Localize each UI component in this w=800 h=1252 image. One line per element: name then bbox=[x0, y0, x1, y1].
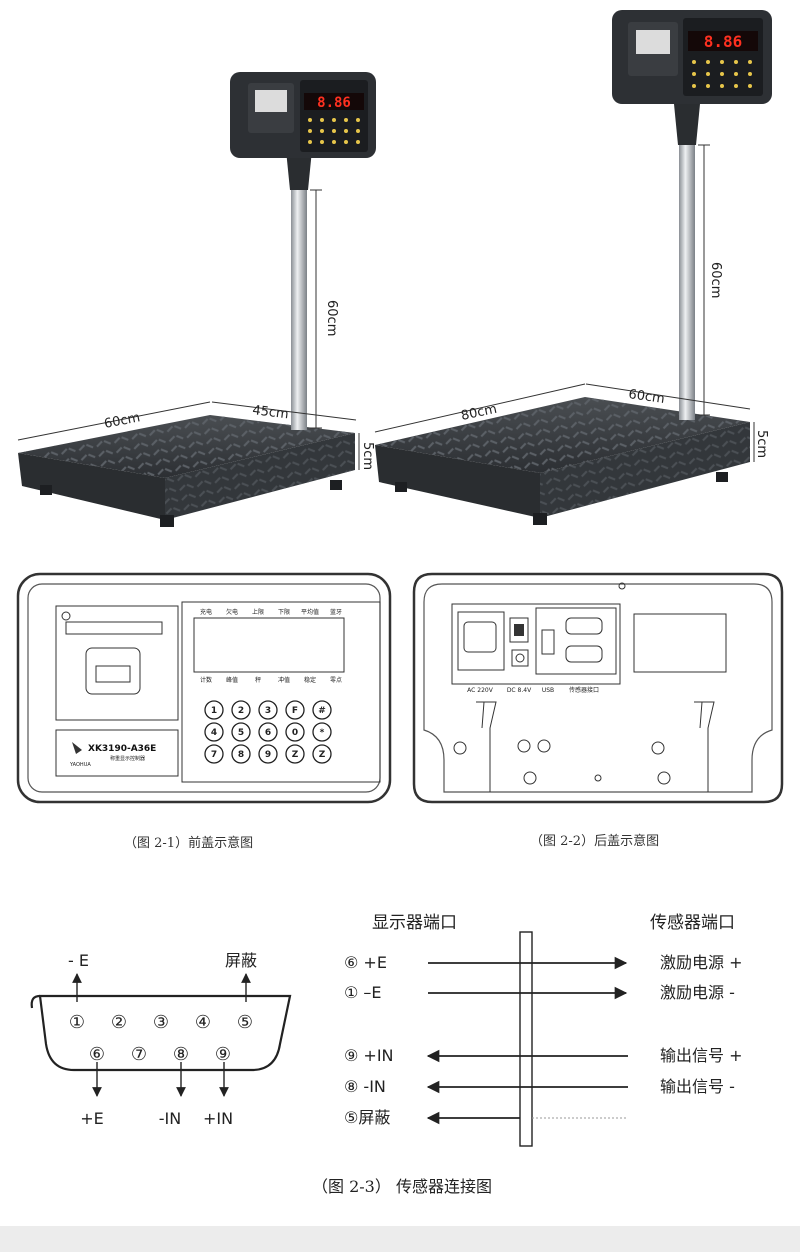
small-scale-display: 8.86 bbox=[317, 95, 351, 111]
keypad-key bbox=[258, 700, 278, 720]
keypad-key-label: 0 bbox=[292, 728, 298, 738]
indicator-label: 秤 bbox=[255, 677, 261, 684]
keypad-key-label: 1 bbox=[211, 706, 217, 716]
connector-pin: ⑨ bbox=[215, 1044, 231, 1065]
large-thickness-dim: 5cm bbox=[754, 430, 769, 458]
small-width-dim: 60cm bbox=[103, 410, 142, 432]
keypad-key-label: 9 bbox=[265, 750, 271, 760]
sensor-connection-diagram: ① ② ③ ④ ⑤ ⑥ ⑦ ⑧ ⑨ - E 屏蔽 +E -IN +IN 显示器端口 传感器端口 ⑥… bbox=[30, 913, 743, 1196]
keypad-key-label: 8 bbox=[238, 750, 244, 760]
large-scale-display: 8.86 bbox=[704, 32, 743, 51]
small-scale: 8.86 60cm 60cm 45cm 5cm bbox=[17, 72, 376, 527]
keypad-key bbox=[231, 744, 251, 764]
pin1-label: - E bbox=[68, 951, 89, 970]
brand-label: YAOHUA bbox=[69, 762, 91, 768]
wiring-right-label: 输出信号 - bbox=[660, 1077, 735, 1096]
indicator-label: 零点 bbox=[330, 676, 342, 684]
indicator-label: 蓝牙 bbox=[330, 608, 342, 616]
keypad-key-label: F bbox=[292, 706, 298, 716]
port-label: 传感器接口 bbox=[569, 686, 599, 694]
keypad-key-label: # bbox=[318, 706, 326, 716]
indicator-label: 充电 bbox=[200, 608, 212, 616]
keypad-key bbox=[231, 722, 251, 742]
keypad-key-label: 6 bbox=[265, 728, 271, 738]
keypad-key bbox=[258, 744, 278, 764]
keypad-key bbox=[285, 722, 305, 742]
keypad-key bbox=[231, 700, 251, 720]
page-bottom-bar bbox=[0, 1226, 800, 1252]
keypad-key bbox=[312, 744, 332, 764]
connector-pin: ⑦ bbox=[131, 1044, 147, 1065]
port-label: USB bbox=[542, 687, 554, 694]
indicator-label: 计数 bbox=[200, 676, 212, 684]
keypad-key bbox=[204, 722, 224, 742]
figure-caption: （图 2-3） 传感器连接图 bbox=[312, 1177, 492, 1196]
wiring-right-label: 输出信号 + bbox=[660, 1046, 743, 1065]
connector-signal-label: +E bbox=[80, 1109, 104, 1128]
small-pillar-dim: 60cm bbox=[324, 300, 339, 336]
keypad-key bbox=[204, 744, 224, 764]
connector-pin: ④ bbox=[195, 1012, 211, 1033]
indicator-label: 上限 bbox=[252, 608, 264, 616]
wiring-right-label: 激励电源 - bbox=[660, 983, 735, 1002]
keypad-key-label: 2 bbox=[238, 706, 244, 716]
keypad-key bbox=[285, 744, 305, 764]
sensor-port-header: 传感器端口 bbox=[650, 913, 735, 933]
front-panel-diagram: XK3190-A36E YAOHUA 称重显示控制器 充电 欠电 上限 下限 平均值 蓝牙… bbox=[16, 572, 392, 804]
small-thickness-dim: 5cm bbox=[360, 442, 375, 470]
connector-pin: ③ bbox=[153, 1012, 169, 1033]
small-depth-dim: 45cm bbox=[252, 403, 290, 422]
large-scale: 8.86 60cm 80cm 60cm 5cm bbox=[374, 10, 772, 525]
connector-pin: ① bbox=[69, 1012, 85, 1033]
large-depth-dim: 60cm bbox=[627, 387, 665, 407]
wiring-left-label: ⑧ -IN bbox=[344, 1077, 386, 1096]
large-pillar-dim: 60cm bbox=[708, 262, 723, 298]
keypad-key-label: 5 bbox=[238, 728, 244, 738]
wiring-right-label: 激励电源 + bbox=[660, 953, 743, 972]
shield-label: 屏蔽 bbox=[225, 951, 257, 970]
display-port-header: 显示器端口 bbox=[372, 913, 457, 933]
indicator-label: 冲值 bbox=[278, 676, 290, 684]
keypad-key-label: Z bbox=[319, 750, 326, 760]
indicator-label: 平均值 bbox=[301, 608, 319, 616]
keypad-key-label: Z bbox=[292, 750, 299, 760]
indicator-label: 稳定 bbox=[304, 676, 316, 684]
keypad-key bbox=[258, 722, 278, 742]
keypad-key bbox=[312, 722, 332, 742]
large-width-dim: 80cm bbox=[460, 402, 499, 424]
platform-scales-illustration: 8.86 60cm 60cm 45cm 5cm 8.86 bbox=[17, 10, 772, 527]
keypad-key-label: * bbox=[320, 728, 325, 738]
rear-panel-caption: （图 2-2）后盖示意图 bbox=[530, 834, 660, 849]
wiring-left-label: ① –E bbox=[344, 983, 382, 1002]
subtitle-label: 称重显示控制器 bbox=[110, 755, 145, 762]
front-panel-caption: （图 2-1）前盖示意图 bbox=[124, 836, 254, 851]
wiring-left-label: ⑥ +E bbox=[344, 953, 387, 972]
model-label: XK3190-A36E bbox=[88, 744, 156, 754]
keypad-key-label: 4 bbox=[211, 728, 217, 738]
rear-panel-diagram: AC 220V DC 8.4V USB 传感器接口 bbox=[412, 572, 784, 804]
port-label: DC 8.4V bbox=[507, 687, 532, 694]
connector-pin: ⑥ bbox=[89, 1044, 105, 1065]
keypad-key bbox=[204, 700, 224, 720]
keypad-key-label: 3 bbox=[265, 706, 271, 716]
connector-signal-label: -IN bbox=[159, 1109, 181, 1128]
port-label: AC 220V bbox=[467, 687, 494, 694]
connector-signal-label: +IN bbox=[203, 1109, 233, 1128]
connector-pin: ⑧ bbox=[173, 1044, 189, 1065]
connector-pin: ⑤ bbox=[237, 1012, 253, 1033]
connector-pin: ② bbox=[111, 1012, 127, 1033]
indicator-label: 下限 bbox=[278, 608, 290, 616]
wiring-left-label: ⑤屏蔽 bbox=[344, 1108, 390, 1127]
indicator-label: 峰值 bbox=[226, 676, 238, 684]
keypad-key bbox=[285, 700, 305, 720]
indicator-label: 欠电 bbox=[226, 608, 238, 616]
keypad-key bbox=[312, 700, 332, 720]
wiring-left-label: ⑨ +IN bbox=[344, 1046, 394, 1065]
keypad-key-label: 7 bbox=[211, 750, 217, 760]
